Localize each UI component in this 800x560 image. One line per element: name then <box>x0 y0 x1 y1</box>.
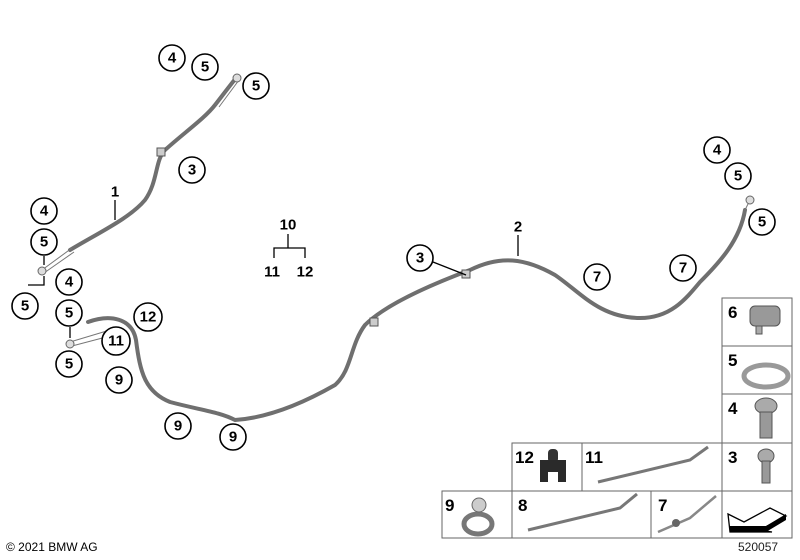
brake-line-2[interactable] <box>65 195 755 423</box>
callout-3[interactable]: 3 <box>406 244 434 272</box>
callout-5[interactable]: 5 <box>30 228 58 256</box>
part-box-4[interactable]: 4 <box>721 393 793 444</box>
navigation-arrow-box[interactable] <box>721 490 793 539</box>
callout-4[interactable]: 4 <box>30 197 58 225</box>
svg-text:8: 8 <box>518 496 527 515</box>
svg-text:6: 6 <box>728 303 737 322</box>
svg-text:4: 4 <box>40 203 49 220</box>
label-group-10-12: 12 <box>297 264 314 281</box>
callout-5[interactable]: 5 <box>11 292 39 320</box>
callout-9[interactable]: 9 <box>105 366 133 394</box>
svg-text:12: 12 <box>140 309 157 326</box>
callout-11[interactable]: 11 <box>101 326 131 356</box>
label-group-10: 10 <box>280 217 297 234</box>
callout-4[interactable]: 4 <box>55 268 83 296</box>
svg-text:12: 12 <box>515 448 534 467</box>
callout-9[interactable]: 9 <box>219 423 247 451</box>
part-box-8[interactable]: 8 <box>511 490 652 539</box>
callout-5[interactable]: 5 <box>55 350 83 378</box>
banjo-bolt-icon <box>754 397 778 439</box>
svg-text:4: 4 <box>728 399 738 418</box>
svg-text:9: 9 <box>229 429 237 446</box>
svg-text:9: 9 <box>174 418 182 435</box>
svg-text:4: 4 <box>65 274 74 291</box>
svg-text:11: 11 <box>585 448 603 467</box>
part-box-6[interactable]: 6 <box>721 297 793 347</box>
callout-5[interactable]: 5 <box>242 72 270 100</box>
cable-tie-icon <box>597 445 709 484</box>
svg-text:5: 5 <box>21 298 29 315</box>
svg-text:9: 9 <box>445 496 454 515</box>
label-part-1: 1 <box>111 184 119 201</box>
screw-icon <box>757 448 775 484</box>
callout-9[interactable]: 9 <box>164 412 192 440</box>
diagram-number: 520057 <box>738 540 779 554</box>
copyright-text: © 2021 BMW AG <box>6 540 98 554</box>
cable-tie-with-clip-icon <box>657 495 717 534</box>
label-part-2: 2 <box>514 219 522 236</box>
callout-5[interactable]: 5 <box>55 299 83 327</box>
svg-text:7: 7 <box>679 260 687 277</box>
svg-text:7: 7 <box>593 269 601 286</box>
svg-text:3: 3 <box>416 250 424 267</box>
svg-text:5: 5 <box>728 351 737 370</box>
callout-7[interactable]: 7 <box>669 254 697 282</box>
cable-tie-icon <box>527 492 638 532</box>
svg-text:4: 4 <box>713 142 722 159</box>
callout-4[interactable]: 4 <box>703 136 731 164</box>
part-box-5[interactable]: 5 <box>721 345 793 395</box>
callout-5[interactable]: 5 <box>191 53 219 81</box>
svg-text:5: 5 <box>201 59 209 76</box>
callout-5[interactable]: 5 <box>748 208 776 236</box>
part-box-11[interactable]: 11 <box>581 442 723 492</box>
callout-7[interactable]: 7 <box>583 263 611 291</box>
hose-clamp-icon <box>461 497 495 537</box>
svg-text:5: 5 <box>734 168 742 185</box>
svg-text:3: 3 <box>728 448 737 467</box>
callout-12[interactable]: 12 <box>133 302 163 332</box>
leader-lines <box>28 200 519 338</box>
part-box-7[interactable]: 7 <box>650 490 723 539</box>
svg-text:11: 11 <box>108 333 124 350</box>
label-group-10-11: 11 <box>264 264 280 281</box>
svg-text:5: 5 <box>758 214 766 231</box>
clip-holder-icon <box>749 305 781 335</box>
svg-text:3: 3 <box>188 162 196 179</box>
part-box-3[interactable]: 3 <box>721 442 793 492</box>
callout-5[interactable]: 5 <box>724 162 752 190</box>
callout-4[interactable]: 4 <box>158 44 186 72</box>
callout-3[interactable]: 3 <box>178 156 206 184</box>
svg-text:4: 4 <box>168 50 177 67</box>
svg-text:5: 5 <box>252 78 260 95</box>
arrow-icon <box>727 507 788 533</box>
svg-text:5: 5 <box>65 356 73 373</box>
svg-text:5: 5 <box>40 234 48 251</box>
svg-text:5: 5 <box>65 305 73 322</box>
rubber-grommet-icon <box>540 449 566 482</box>
brake-line-1[interactable] <box>37 73 242 276</box>
part-box-12[interactable]: 12 <box>511 442 583 492</box>
part-box-9[interactable]: 9 <box>441 490 513 539</box>
svg-text:9: 9 <box>115 372 123 389</box>
svg-text:7: 7 <box>658 496 667 515</box>
sealing-ring-icon <box>741 362 791 390</box>
